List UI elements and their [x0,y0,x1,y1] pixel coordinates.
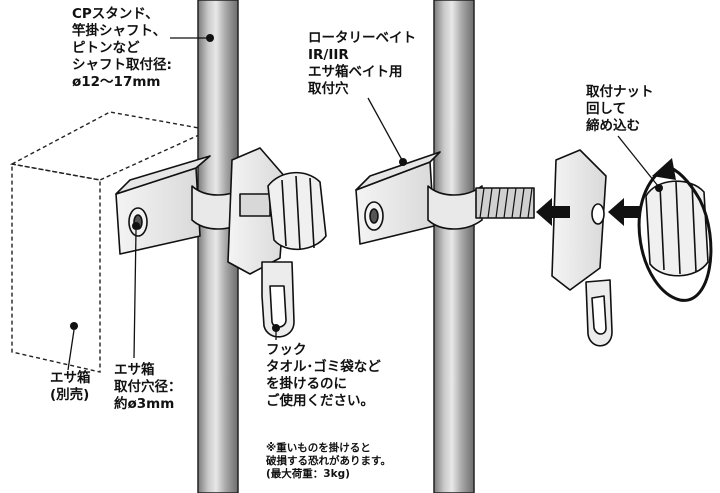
note-line-1: ※重いものを掛けると [266,442,371,454]
bait-box-label-line-1: エサ箱 [50,370,91,386]
rotation-arrow-icon [637,164,713,302]
load-warning-note: ※重いものを掛けると 破損する恐れがあります。 (最大荷重：3kg) [266,442,391,481]
right-clamp-assembly [355,151,535,245]
nut-label: 取付ナット 回して 締め込む [586,84,654,135]
assembly-arrow-1-icon [536,198,570,226]
nut-label-line-2: 回して [586,101,627,117]
assembly-arrow-2-icon [608,198,640,226]
hook-label-line-1: フック [266,342,307,358]
rotation-arrowhead-icon [652,158,676,180]
leader-lines [67,34,663,371]
note-line-3: (最大荷重：3kg) [266,468,350,480]
nut-label-line-1: 取付ナット [586,84,654,100]
mounting-nut [645,180,709,277]
nut-label-line-3: 締め込む [586,118,640,134]
rotary-bait-label: ロータリーベイト IR/IIR エサ箱ベイト用 取付穴 [308,30,416,98]
left-clamp-assembly [115,147,327,338]
hook-label-line-4: ご使用ください。 [266,393,374,409]
note-line-2: 破損する恐れがあります。 [266,455,391,467]
box-hole-label-line-1: エサ箱 [114,362,155,378]
bait-box-label: エサ箱 (別売) [50,370,91,404]
hook-label: フック タオル･ゴミ袋など を掛けるのに ご使用ください。 [266,342,381,410]
rotary-label-line-3: エサ箱ベイト用 [308,64,403,80]
hook-label-line-3: を掛けるのに [266,376,347,392]
shaft-label-line-2: 竿掛シャフト、 [72,23,167,39]
hook-label-line-2: タオル･ゴミ袋など [266,359,381,375]
shaft-label-line-5: ø12〜17mm [72,74,161,90]
box-hole-label-line-3: 約ø3mm [114,396,175,412]
shaft-label: CPスタンド、 竿掛シャフト、 ピトンなど シャフト取付径: ø12〜17mm [72,6,172,91]
bait-box-label-line-2: (別売) [50,387,90,403]
rotary-label-line-1: ロータリーベイト [308,30,416,46]
box-hole-label: エサ箱 取付穴径： 約ø3mm [114,362,182,413]
shaft-label-line-3: ピトンなど [72,40,140,56]
hook-plate [551,149,613,347]
rotary-label-line-4: 取付穴 [308,81,349,97]
shaft-label-line-4: シャフト取付径: [72,57,172,73]
right-pipe [433,0,475,493]
box-hole-label-line-2: 取付穴径： [114,379,182,395]
shaft-label-line-1: CPスタンド、 [72,6,159,22]
rotary-label-line-2: IR/IIR [308,47,349,63]
bait-box-outline [9,111,213,373]
